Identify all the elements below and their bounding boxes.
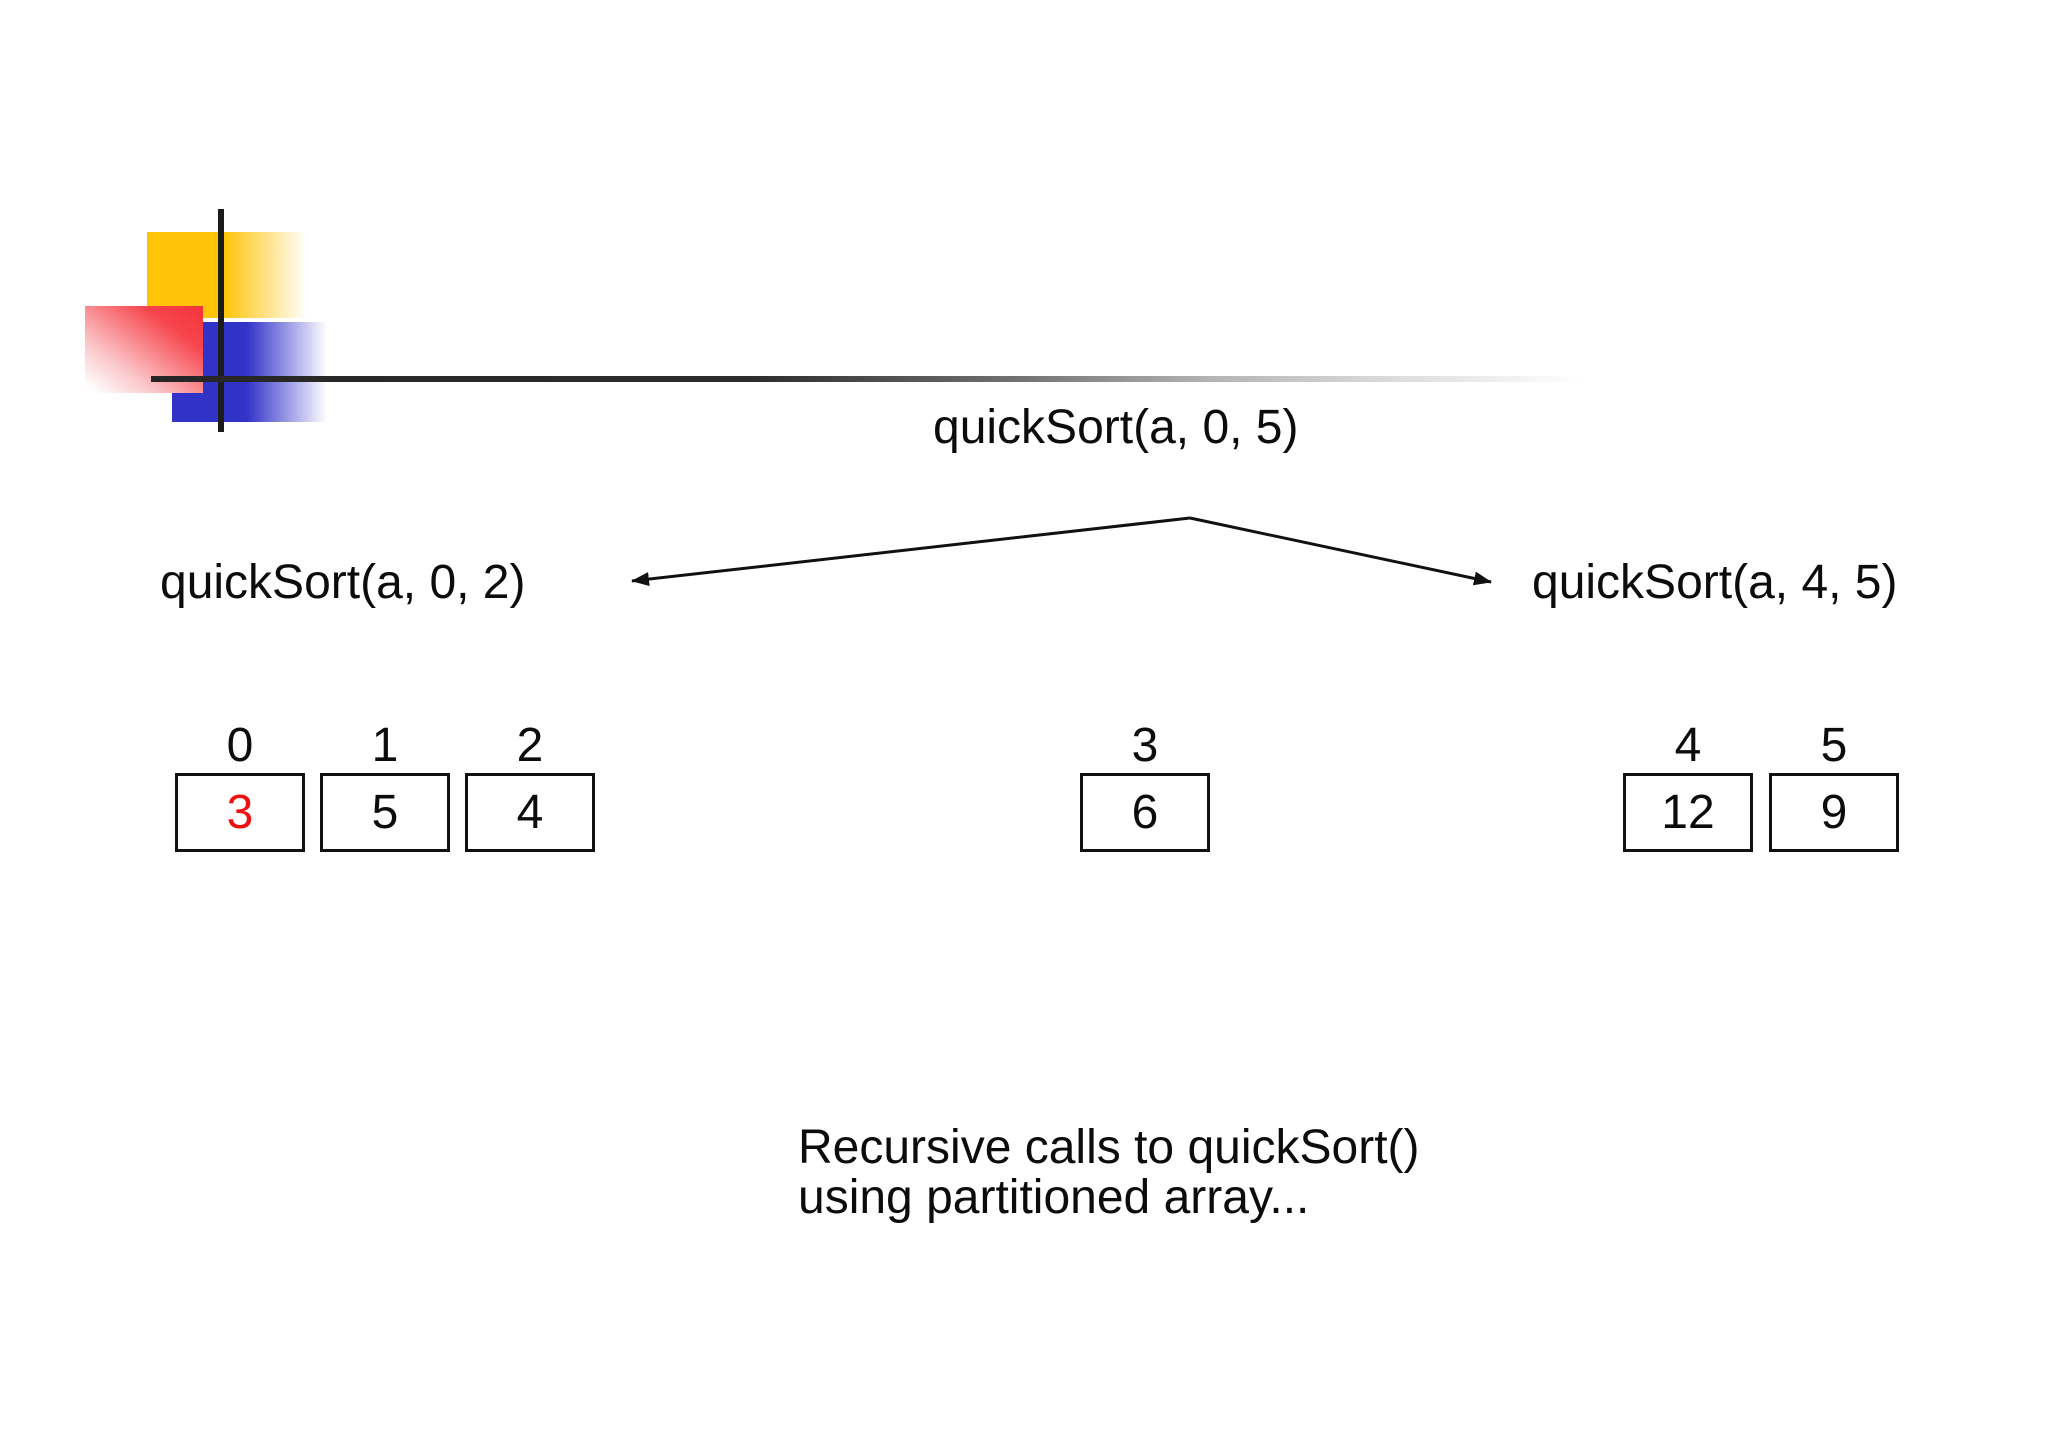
array-value: 4	[516, 786, 544, 839]
array-value-box: 6	[1080, 773, 1210, 852]
array-index-label: 1	[371, 719, 399, 772]
root-call-label: quickSort(a, 0, 5)	[933, 401, 1299, 454]
array-value-box: 5	[320, 773, 450, 852]
array-cell: 5 9	[1769, 721, 1899, 852]
logo-vertical-rule	[218, 209, 224, 432]
array-value-box: 9	[1769, 773, 1899, 852]
array-index-label: 0	[226, 719, 254, 772]
header-horizontal-rule	[151, 376, 1581, 382]
arrow-right	[1189, 516, 1492, 586]
array-cell: 3 6	[1080, 721, 1210, 852]
array-cell: 2 4	[465, 721, 595, 852]
array-value: 3	[226, 786, 254, 839]
array-cell: 4 12	[1623, 721, 1753, 852]
array-cell: 1 5	[320, 721, 450, 852]
left-call-label: quickSort(a, 0, 2)	[160, 556, 526, 609]
array-value-box: 3	[175, 773, 305, 852]
right-call-label: quickSort(a, 4, 5)	[1532, 556, 1898, 609]
array-index-label: 5	[1820, 719, 1848, 772]
array-value: 5	[371, 786, 399, 839]
caption-line-2: using partitioned array...	[798, 1171, 1310, 1224]
array-value: 12	[1661, 786, 1715, 839]
array-value: 9	[1820, 786, 1848, 839]
array-value-box: 12	[1623, 773, 1753, 852]
array-index-label: 4	[1674, 719, 1702, 772]
logo-yellow-square	[147, 232, 307, 318]
array-value-box: 4	[465, 773, 595, 852]
array-value: 6	[1131, 786, 1159, 839]
caption-line-1: Recursive calls to quickSort()	[798, 1121, 1420, 1174]
caption: Recursive calls to quickSort() using par…	[798, 1123, 1420, 1223]
arrow-left	[631, 516, 1191, 587]
array-cell: 0 3	[175, 721, 305, 852]
array-index-label: 2	[516, 719, 544, 772]
array-index-label: 3	[1131, 719, 1159, 772]
